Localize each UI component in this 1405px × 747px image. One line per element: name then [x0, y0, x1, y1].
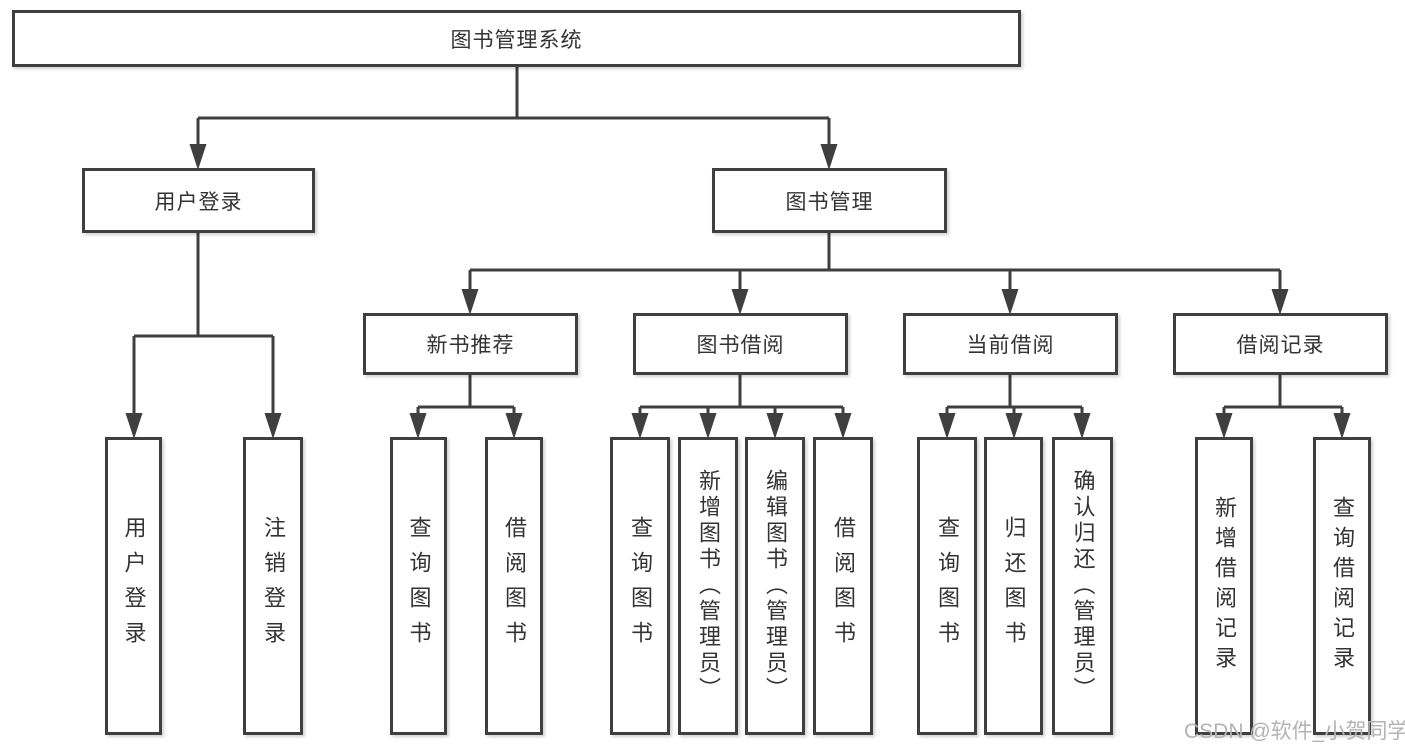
connector-book-borrow-to-leaves: [631, 373, 852, 439]
arrowhead: [631, 413, 649, 439]
arrowhead: [189, 144, 207, 170]
arrowhead: [1001, 289, 1019, 315]
connector-book-management-to-level3: [461, 231, 1289, 315]
arrowhead: [834, 413, 852, 439]
leaf-recommend-borrow-books-label: 借阅图书: [502, 516, 527, 656]
leaf-borrow-edit-books-admin: 编辑图书（管理员）: [745, 437, 805, 735]
node-borrow-records: 借阅记录: [1173, 313, 1388, 375]
leaf-current-confirm-return-admin-label: 确认归还（管理员）: [1070, 469, 1096, 703]
node-new-book-recommend: 新书推荐: [363, 313, 578, 375]
node-book-borrow-label: 图书借阅: [696, 334, 785, 357]
root-node-label: 图书管理系统: [450, 28, 583, 52]
arrowhead: [938, 413, 956, 439]
leaf-borrow-query-books-label: 查询图书: [628, 516, 653, 656]
leaf-records-add-record: 新增借阅记录: [1195, 437, 1253, 735]
leaf-borrow-borrow-books: 借阅图书: [813, 437, 873, 735]
leaf-borrow-add-books-admin-label: 新增图书（管理员）: [696, 469, 721, 703]
connector-user-login-to-leaves: [125, 231, 282, 439]
leaf-recommend-borrow-books: 借阅图书: [485, 437, 543, 735]
node-borrow-records-label: 借阅记录: [1236, 334, 1325, 357]
arrowhead: [731, 289, 749, 315]
leaf-borrow-query-books: 查询图书: [610, 437, 670, 735]
arrowhead: [1271, 289, 1289, 315]
leaf-user-login-label: 用户登录: [121, 516, 147, 656]
arrowhead: [820, 144, 838, 170]
arrowhead: [461, 289, 479, 315]
connector-borrow-records-to-leaves: [1215, 373, 1351, 439]
arrowhead: [699, 413, 717, 439]
watermark: CSDN @软件_小贺同学: [1184, 720, 1405, 743]
leaf-current-confirm-return-admin: 确认归还（管理员）: [1052, 437, 1113, 735]
node-user-login: 用户登录: [82, 168, 315, 233]
connector-current-borrow-to-leaves: [938, 373, 1091, 439]
leaf-user-login: 用户登录: [105, 437, 162, 735]
leaf-borrow-edit-books-admin-label: 编辑图书（管理员）: [763, 469, 788, 703]
leaf-records-add-record-label: 新增借阅记录: [1212, 496, 1237, 676]
leaf-current-return-books: 归还图书: [984, 437, 1043, 735]
leaf-current-return-books-label: 归还图书: [1001, 516, 1027, 656]
arrowhead: [1333, 413, 1351, 439]
node-book-borrow: 图书借阅: [633, 313, 848, 375]
node-current-borrow-label: 当前借阅: [966, 334, 1055, 357]
leaf-recommend-query-books: 查询图书: [390, 437, 447, 735]
leaf-borrow-add-books-admin: 新增图书（管理员）: [678, 437, 738, 735]
arrowhead: [766, 413, 784, 439]
arrowhead: [1215, 413, 1233, 439]
leaf-records-query-record: 查询借阅记录: [1313, 437, 1371, 735]
connector-new-book-to-leaves: [409, 373, 523, 439]
connector-root-to-level2: [189, 65, 838, 170]
node-book-management-label: 图书管理: [785, 190, 874, 214]
leaf-logout-label: 注销登录: [261, 516, 286, 656]
node-new-book-recommend-label: 新书推荐: [426, 334, 515, 357]
leaf-records-query-record-label: 查询借阅记录: [1330, 496, 1355, 676]
node-user-login-label: 用户登录: [154, 190, 243, 214]
arrowhead: [1005, 413, 1023, 439]
leaf-logout: 注销登录: [243, 437, 303, 735]
arrowhead: [125, 413, 143, 439]
node-book-management: 图书管理: [712, 168, 947, 233]
arrowhead: [505, 413, 523, 439]
leaf-recommend-query-books-label: 查询图书: [406, 516, 432, 656]
leaf-current-query-books-label: 查询图书: [935, 516, 960, 656]
root-node: 图书管理系统: [12, 10, 1021, 67]
arrowhead: [409, 413, 427, 439]
arrowhead: [264, 413, 282, 439]
node-current-borrow: 当前借阅: [903, 313, 1118, 375]
leaf-borrow-borrow-books-label: 借阅图书: [831, 516, 856, 656]
leaf-current-query-books: 查询图书: [917, 437, 977, 735]
arrowhead: [1073, 413, 1091, 439]
